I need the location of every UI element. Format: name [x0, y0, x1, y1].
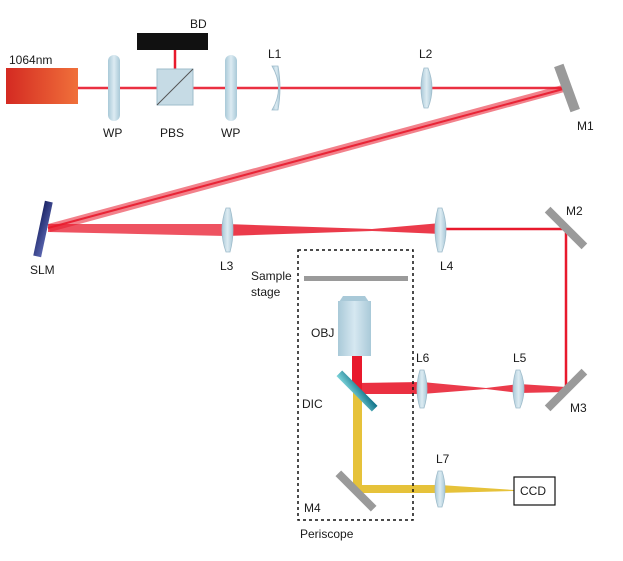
lens-l1-body: [271, 65, 281, 111]
lens-l4: L4: [434, 207, 454, 273]
objective-label: OBJ: [311, 326, 334, 340]
sample-stage-plate: [304, 276, 408, 281]
lens-l3-body: [221, 207, 234, 253]
sample-stage: Sample stage: [251, 269, 408, 299]
beam-segment-l6-dic: [356, 382, 422, 394]
waveplate-1: WP: [103, 55, 122, 140]
spatial-light-modulator: SLM: [30, 200, 55, 277]
objective-body: [338, 301, 371, 356]
lens-l7-label: L7: [436, 452, 450, 466]
beam-segment-slm-l3: [48, 224, 226, 236]
mirror-m4-label: M4: [304, 501, 321, 515]
mirror-m1-label: M1: [577, 119, 594, 133]
lens-l7: L7: [434, 452, 450, 508]
waveplate-1-label: WP: [103, 126, 122, 140]
mirror-m3-body: [544, 368, 588, 412]
lens-l2: L2: [419, 47, 433, 109]
lens-l2-body: [420, 67, 433, 109]
lens-l6: L6: [416, 351, 430, 409]
beam-segment-l3-l4: [226, 223, 441, 236]
beam-dump: BD: [137, 17, 208, 50]
mirror-m3-label: M3: [570, 401, 587, 415]
dichroic-mirror: DIC: [302, 370, 378, 412]
lens-l5: L5: [512, 351, 527, 409]
lens-l2-label: L2: [419, 47, 433, 61]
mirror-m4: M4: [304, 470, 377, 515]
sample-stage-label-line1: Sample: [251, 269, 292, 283]
mirror-m1-body: [554, 63, 580, 113]
laser-body: [6, 68, 78, 104]
objective-lens: OBJ: [311, 296, 371, 356]
lens-l6-body: [416, 369, 428, 409]
polarizing-beam-splitter: PBS: [156, 68, 194, 140]
waveplate-1-body: [108, 55, 120, 121]
imaging-beam-path: [353, 392, 514, 493]
dichroic-body: [336, 370, 378, 412]
waveplate-2: WP: [221, 55, 240, 140]
lens-l5-label: L5: [513, 351, 527, 365]
beam-segment-m3-l6: [422, 382, 566, 394]
laser-beam-path: [47, 50, 568, 394]
laser-source: 1064nm: [6, 53, 78, 104]
periscope-label: Periscope: [300, 527, 354, 541]
waveplate-2-body: [225, 55, 237, 121]
beam-segment-dic-m4: [353, 392, 362, 492]
ccd-label: CCD: [520, 484, 546, 498]
beam-dump-body: [137, 33, 208, 50]
slm-label: SLM: [30, 263, 55, 277]
lens-l4-label: L4: [440, 259, 454, 273]
objective-tip: [339, 296, 369, 302]
waveplate-2-label: WP: [221, 126, 240, 140]
lens-l1: L1: [268, 47, 282, 111]
ccd-camera: CCD: [513, 476, 556, 506]
pbs-diagonal: [156, 68, 194, 106]
mirror-m3: M3: [544, 368, 588, 415]
mirror-m1: M1: [554, 63, 594, 133]
pbs-label: PBS: [160, 126, 184, 140]
lens-l3: L3: [220, 207, 234, 273]
beam-segment-l7-ccd: [440, 485, 514, 493]
lens-l3-label: L3: [220, 259, 234, 273]
laser-label: 1064nm: [9, 53, 52, 67]
beam-segment-dic-obj: [352, 355, 362, 392]
dichroic-label: DIC: [302, 397, 323, 411]
ccd-box: [513, 476, 556, 506]
mirror-m2-label: M2: [566, 204, 583, 218]
beam-segment-m4-l7: [358, 485, 440, 493]
beam-dump-label: BD: [190, 17, 207, 31]
lens-l6-label: L6: [416, 351, 430, 365]
sample-stage-label-line2: stage: [251, 285, 281, 299]
mirror-m2-body: [544, 206, 588, 250]
mirror-m2: M2: [544, 204, 588, 250]
lens-l5-body: [512, 369, 525, 409]
lens-l1-label: L1: [268, 47, 282, 61]
slm-body: [33, 200, 53, 258]
mirror-m4-body: [335, 470, 377, 512]
lens-l4-body: [434, 207, 447, 253]
lens-l7-body: [434, 470, 446, 508]
